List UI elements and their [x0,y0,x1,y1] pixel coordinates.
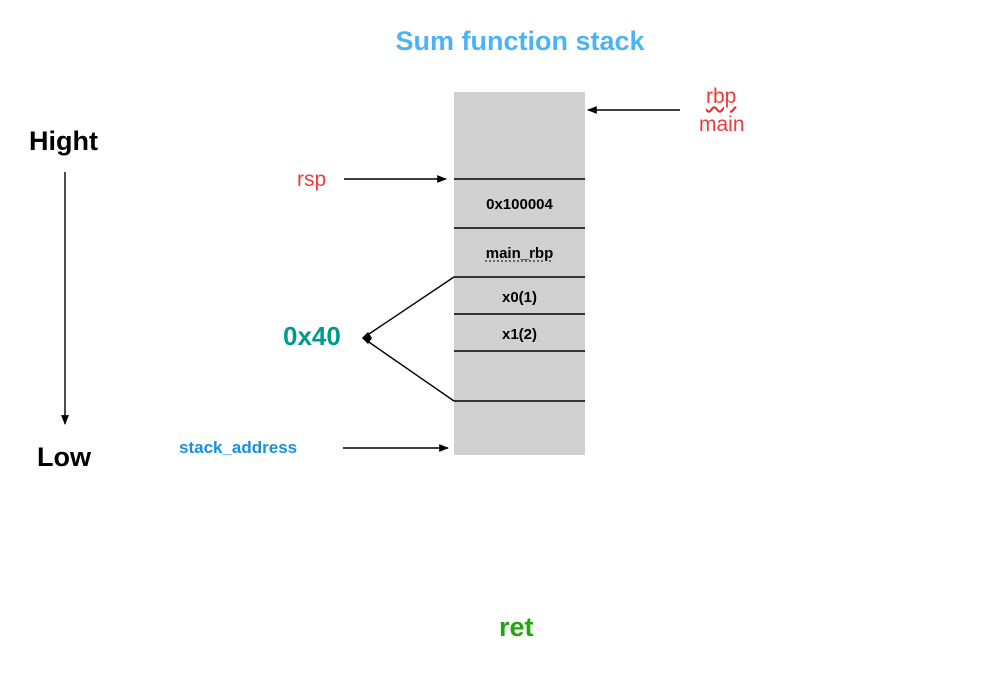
rbp-main-label: main [699,113,745,136]
frame-size-label: 0x40 [283,321,341,351]
stack-block: 0x100004 main_rbp x0(1) x1(2) [454,92,585,455]
rsp-label: rsp [297,168,327,191]
frame-bracket-tip [362,332,372,344]
high-label: Hight [29,126,98,156]
stack-cell-x0: x0(1) [501,289,538,306]
rbp-label: rbp [706,85,737,108]
stack-cell-saved-rbp: main_rbp [454,245,585,262]
frame-bracket-bottom [362,337,455,402]
page-title: Sum function stack [395,26,645,56]
frame-bracket-top [362,276,455,339]
low-label: Low [37,442,91,472]
stack-address-label: stack_address [179,438,298,457]
stack-cell-saved-rbp-text: main_rbp [485,245,554,262]
ret-label: ret [499,612,534,642]
stack-cell-return-address: 0x100004 [486,196,553,213]
stack-cell-x1: x1(2) [501,326,538,343]
